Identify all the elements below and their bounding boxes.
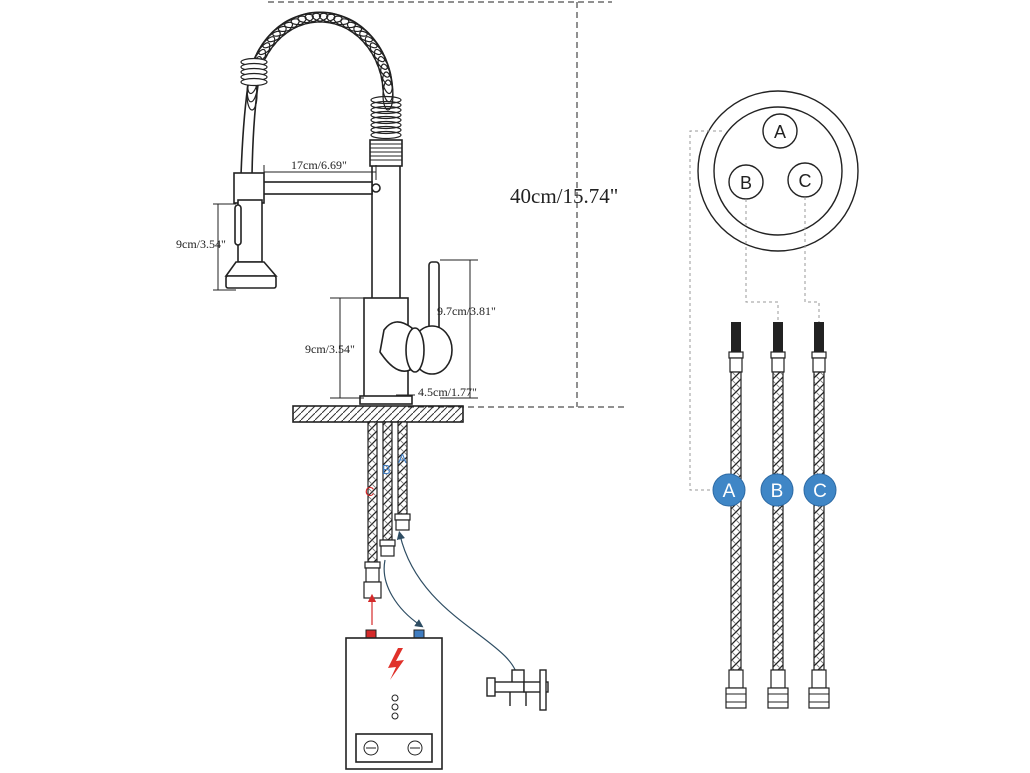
spring-coil-loop <box>370 110 402 120</box>
spring-coil-loop <box>370 125 402 135</box>
spring-coil-loop <box>373 48 391 78</box>
spring-coil-loop <box>370 120 402 130</box>
dimension-lines <box>213 1 625 408</box>
top-view-inner-ring <box>713 106 843 236</box>
under-deck-label-b: B <box>382 462 391 477</box>
spout-reach-label: 17cm/6.69" <box>291 158 347 172</box>
hose-badge-b: B <box>760 473 794 507</box>
spring-collar <box>369 139 403 167</box>
countertop <box>292 405 464 423</box>
lightning-bolt-icon <box>388 648 404 680</box>
port-a-circle <box>762 113 798 149</box>
spring-coil-loop <box>258 30 281 56</box>
spring-coil-loop <box>359 30 382 56</box>
top-view <box>697 90 859 252</box>
water-heater <box>345 629 443 770</box>
hose-badge-c: C <box>803 473 837 507</box>
sprayer-arm <box>259 181 373 195</box>
long-hose-c <box>808 322 830 709</box>
spring-coil-loop <box>370 95 402 105</box>
supply-arrow <box>396 530 519 681</box>
under-deck-label-c: C <box>365 484 374 499</box>
spring-coil-loop <box>370 100 402 110</box>
handle-height-label: 9.7cm/3.81" <box>437 304 496 318</box>
under-deck-hoses <box>363 421 411 599</box>
spring-coil-loop <box>377 55 392 86</box>
hose-badge-a: A <box>712 473 746 507</box>
base-height-label: 9cm/3.54" <box>305 342 355 356</box>
hose-badge-label: C <box>813 481 827 502</box>
spring-coil-loop <box>382 79 394 111</box>
spring-coil-loop <box>370 115 402 125</box>
base-diameter-label: 4.5cm/1.77" <box>418 385 477 399</box>
spring-coil-loop <box>370 130 402 140</box>
top-view-label-c: C <box>799 171 812 191</box>
under-deck-label-a: A <box>398 451 407 466</box>
spring-coil-loop <box>380 63 393 95</box>
faucet-handle <box>379 261 453 375</box>
long-hose-a <box>725 322 747 709</box>
hose-badges: A B C <box>712 473 837 507</box>
hose-badge-label: A <box>723 481 736 502</box>
sprayer-head <box>224 84 278 289</box>
long-hose-b <box>767 322 789 709</box>
spring-coil-loop <box>240 77 268 87</box>
top-view-label-a: A <box>774 122 786 142</box>
dashed-leaders <box>689 130 820 491</box>
indicator-dots <box>391 694 399 720</box>
angle-valve <box>486 669 549 711</box>
hose-a-short <box>397 421 408 515</box>
faucet-body <box>224 11 453 405</box>
top-view-label-b: B <box>740 173 752 193</box>
hose-b-short <box>382 421 393 541</box>
sprayer-height-label: 9cm/3.54" <box>176 237 226 251</box>
hose-badge-label: B <box>771 481 784 502</box>
total-height-label: 40cm/15.74" <box>510 184 618 208</box>
long-hoses <box>725 322 830 709</box>
flow-arrows <box>367 530 519 681</box>
spring-coil <box>240 11 402 140</box>
spring-coil-loop <box>370 105 402 115</box>
cold-to-heater-arrow <box>383 559 424 628</box>
